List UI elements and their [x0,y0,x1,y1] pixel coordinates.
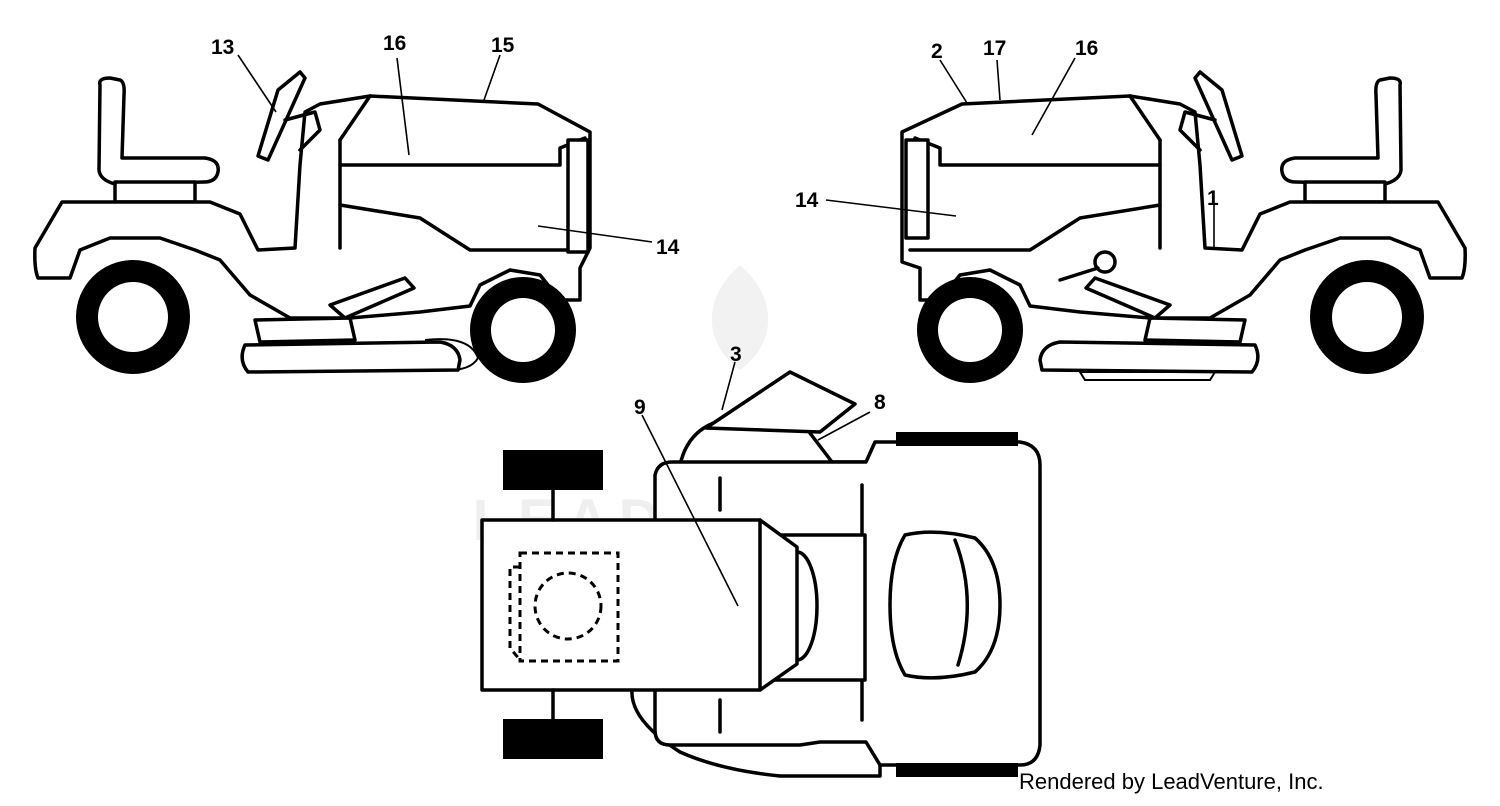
leader-lines [237,54,1215,607]
leader-9 [641,414,739,607]
tractor-body-right [900,94,1467,320]
callout-9: 9 [634,396,646,419]
seat-base-right [1303,180,1387,204]
callout-8: 8 [874,391,886,414]
foot-pedal-left [328,276,416,320]
seat-top [888,530,1002,680]
right-side-view [900,70,1467,383]
lift-lever-right [1058,266,1100,282]
rear-hub-left [98,282,168,352]
deck-hanger-left [253,316,357,344]
left-side-view [33,70,592,383]
steering-column-left [283,110,322,152]
leader-14-right [825,199,957,217]
grille-left [566,138,590,254]
leader-8 [817,411,871,441]
deck-hanger-right [1143,316,1247,344]
leader-15 [483,54,501,101]
engine-panel-left [338,203,582,252]
engine-panel-right [908,203,1162,252]
seat-back-top [953,538,969,667]
callout-16-left: 16 [383,32,406,55]
foot-pedal-right [1084,276,1172,320]
rear-tire-top-upper [896,432,1018,446]
tractor-body-left [33,94,592,320]
front-tire-top-upper [503,450,603,490]
hood-top [480,518,799,692]
mower-deck-right [1038,340,1260,374]
leader-16-left [396,57,410,156]
callout-16-right: 16 [1075,37,1098,60]
front-hub-left [491,298,555,362]
leader-17 [996,59,1001,101]
lift-lever-knob-right [1093,250,1117,274]
deck-skirt-right [1078,371,1217,381]
engine-side-top [508,565,522,661]
leader-16-right [1031,57,1076,136]
seat-right [1280,76,1403,186]
hood-edge-right [1128,94,1162,142]
rear-hub-right [1332,282,1402,352]
hood-edge-left [338,94,372,142]
callout-1: 1 [1207,187,1219,210]
top-view [480,370,1042,778]
steering-column-right [1178,110,1217,152]
callout-14-right: 14 [795,189,819,212]
callout-2: 2 [931,40,943,63]
mower-deck-left [240,340,462,374]
discharge-chute-top [704,370,857,434]
callout-17: 17 [983,37,1006,60]
front-hub-right [938,298,1002,362]
front-tire-top-lower [503,719,603,759]
credit-text: Rendered by LeadVenture, Inc. [1019,769,1324,794]
leader-13 [237,54,277,113]
leader-14-left [537,225,653,243]
engine-outline-top [518,551,620,663]
seat-left [97,76,220,186]
callout-15: 15 [491,34,515,57]
seat-base-left [113,180,197,204]
leader-2 [939,59,968,104]
leader-3 [721,361,736,411]
callout-13: 13 [211,36,234,59]
engine-flywheel-top [533,571,603,641]
grille-right [904,138,930,240]
watermark-flame-icon [711,265,769,370]
rear-tire-top-lower [896,763,1018,777]
callout-14-left: 14 [656,236,680,259]
callouts: 13 16 15 14 2 17 16 14 1 3 9 8 [211,32,1219,419]
callout-3: 3 [730,343,742,366]
